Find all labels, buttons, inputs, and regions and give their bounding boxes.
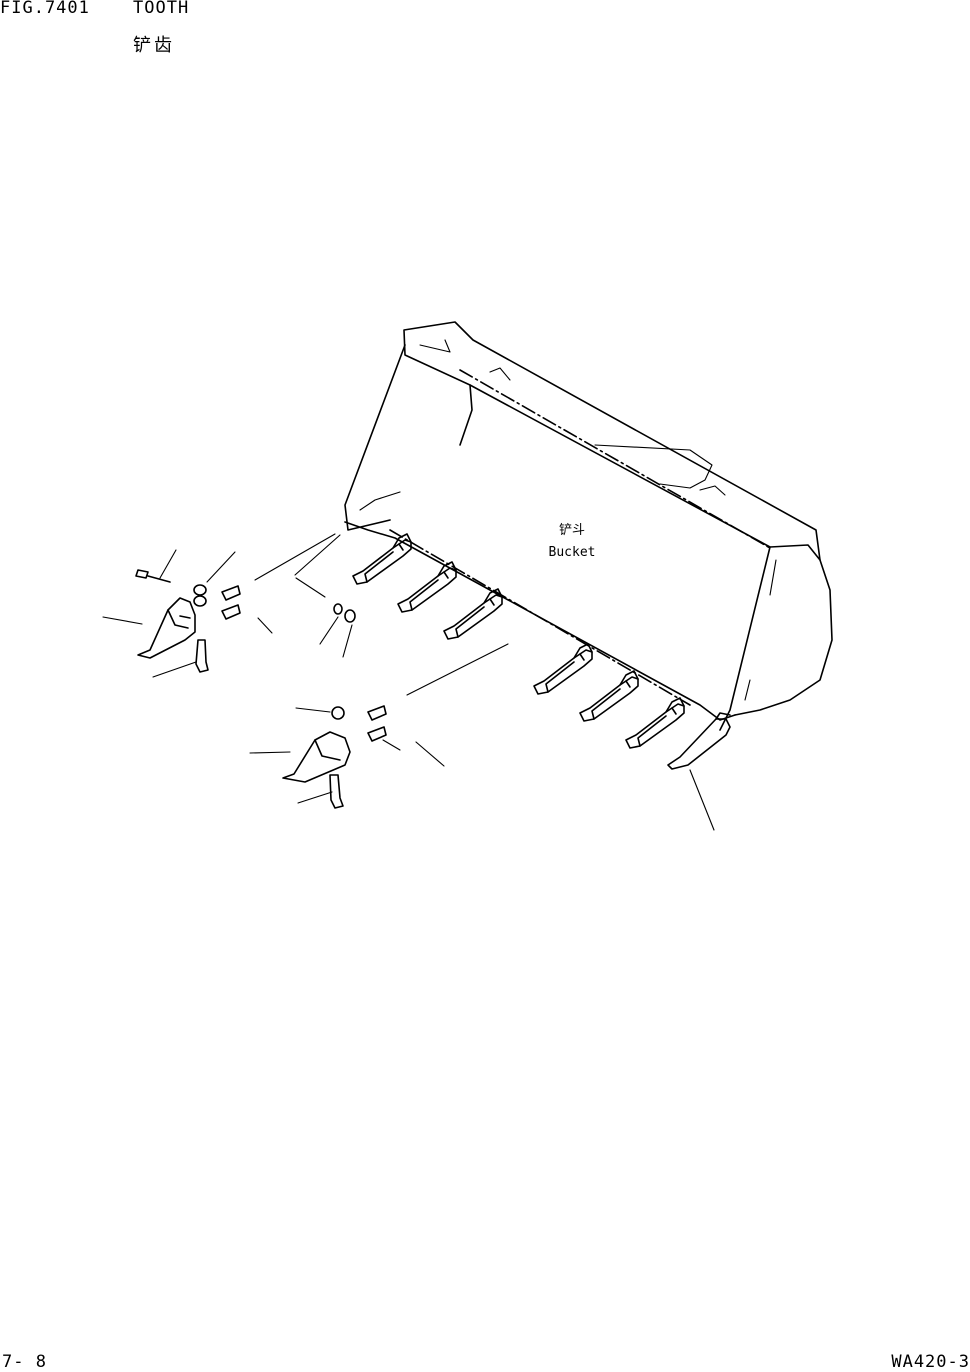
part-leader-lines — [102, 533, 715, 831]
bucket-label-chinese: 铲斗 — [559, 523, 585, 538]
bucket-body — [344, 321, 833, 731]
exploded-tooth-assembly-lower — [282, 603, 387, 809]
figure-title-english: TOOTH — [133, 0, 190, 18]
figure-title-chinese: 铲齿 — [133, 35, 175, 56]
exploded-tooth-assembly-upper — [135, 569, 241, 673]
mounted-teeth — [352, 533, 731, 770]
figure-number: FIG.7401 — [0, 0, 90, 18]
page-number: 7- 8 — [2, 1352, 47, 1372]
bucket-label-english: Bucket — [549, 545, 596, 560]
model-code: WA420-3 — [891, 1352, 970, 1372]
